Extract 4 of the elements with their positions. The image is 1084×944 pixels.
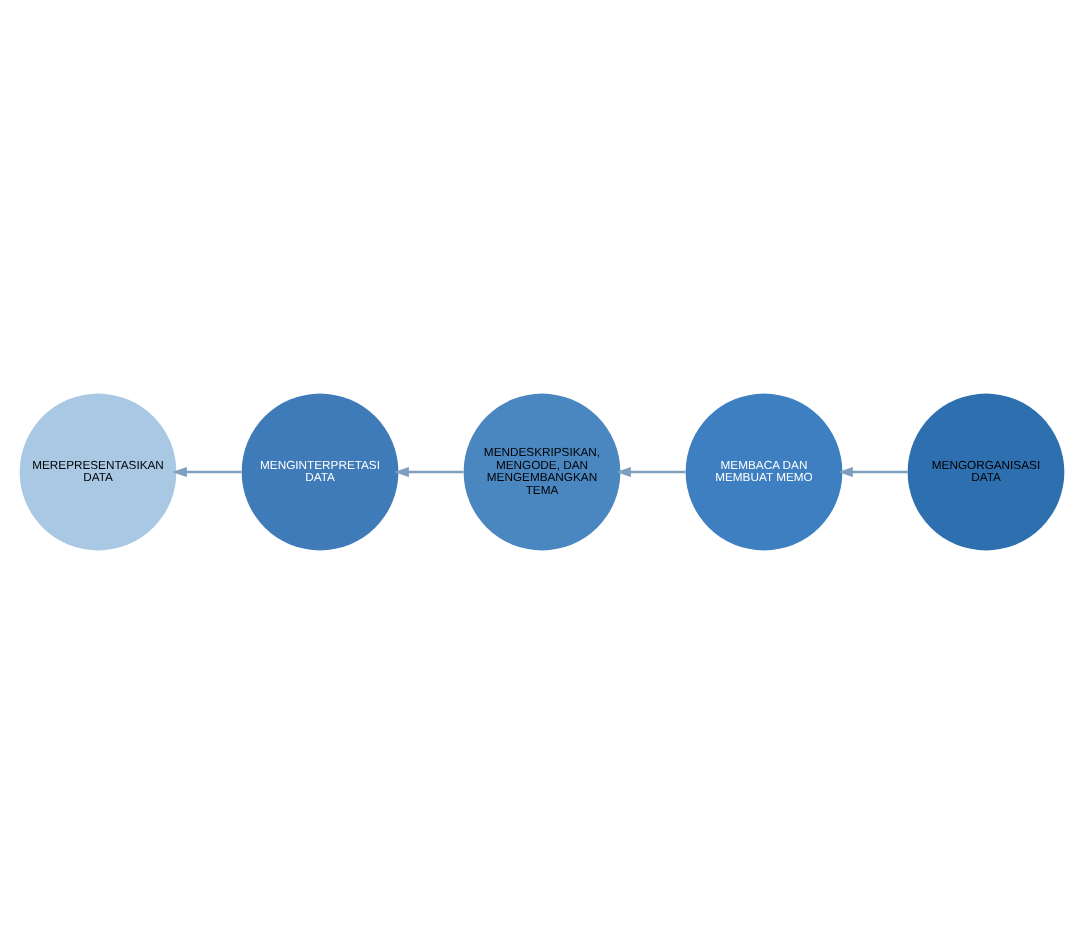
- arrow: [172, 466, 242, 478]
- arrow: [616, 466, 686, 478]
- arrow: [394, 466, 464, 478]
- arrow: [838, 466, 908, 478]
